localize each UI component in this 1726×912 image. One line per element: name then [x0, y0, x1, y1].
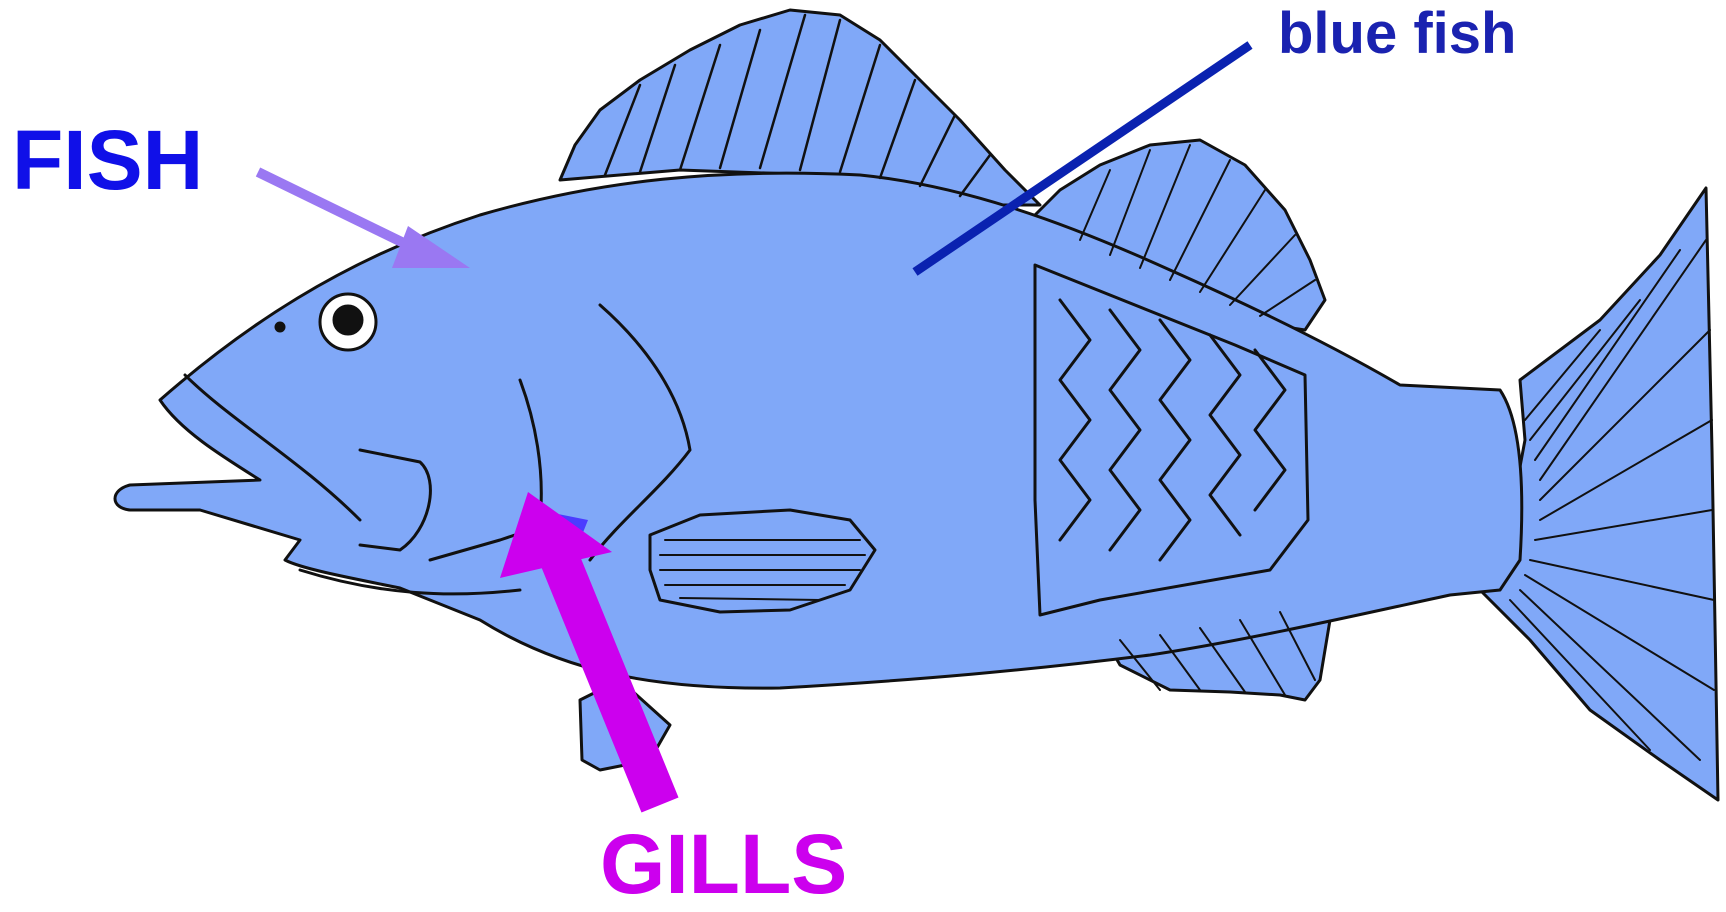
nostril — [276, 323, 284, 331]
fish-label: FISH — [12, 118, 203, 202]
gills-label: GILLS — [600, 822, 847, 906]
eye-pupil — [334, 306, 362, 334]
blue-fish-label: blue fish — [1278, 5, 1516, 63]
fish-arrow — [258, 172, 470, 268]
fish-illustration — [115, 10, 1718, 800]
fish-body — [115, 173, 1522, 688]
